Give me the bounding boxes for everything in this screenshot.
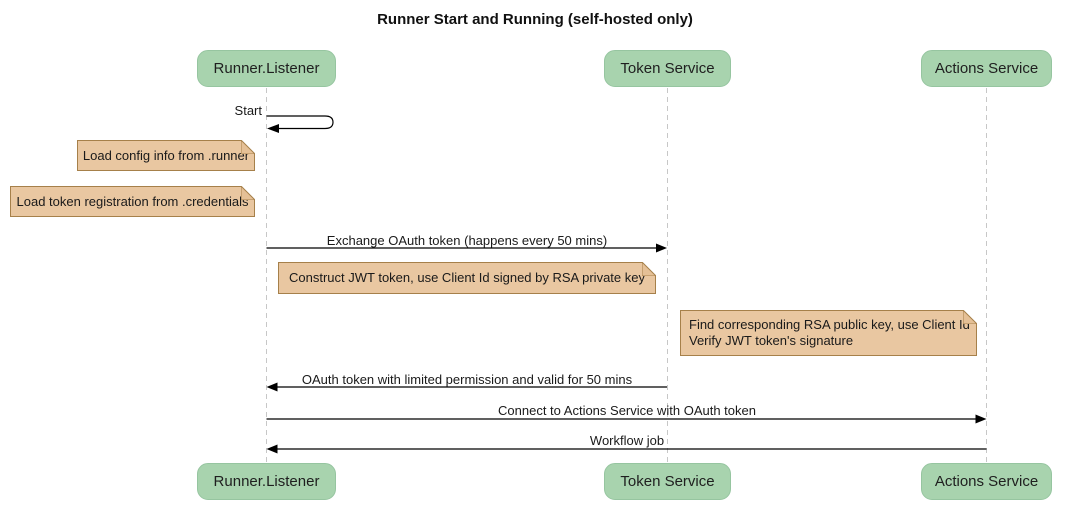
note-text-line: Verify JWT token's signature — [689, 333, 854, 348]
arrowhead-self-start — [267, 124, 279, 133]
message-label-start: Start — [234, 103, 262, 118]
note-load-token-registration: Load token registration from .credential… — [10, 186, 255, 217]
arrow-self-start — [266, 115, 334, 130]
message-arrows — [266, 115, 987, 454]
arrowhead-connect-actions — [975, 414, 987, 424]
message-label-oauth-token-back: OAuth token with limited permission and … — [301, 372, 633, 387]
note-fold-icon — [642, 262, 656, 276]
message-label-exchange-oauth: Exchange OAuth token (happens every 50 m… — [326, 233, 608, 248]
participant-runner-listener-bottom: Runner.Listener — [197, 463, 336, 500]
note-fold-icon — [241, 186, 255, 200]
diagram-title: Runner Start and Running (self-hosted on… — [377, 11, 693, 28]
note-load-config: Load config info from .runner — [77, 140, 255, 171]
participant-label: Runner.Listener — [213, 60, 320, 77]
arrowhead-exchange-oauth — [656, 243, 667, 253]
note-text: Construct JWT token, use Client Id signe… — [289, 270, 645, 285]
participant-label: Actions Service — [934, 473, 1039, 490]
message-label-connect-actions: Connect to Actions Service with OAuth to… — [498, 403, 756, 418]
note-fold-icon — [963, 310, 977, 324]
note-fold-icon — [241, 140, 255, 154]
message-label-workflow-job: Workflow job — [589, 433, 665, 448]
note-text-line: Find corresponding RSA public key, use C… — [689, 317, 970, 332]
participant-actions-service-bottom: Actions Service — [921, 463, 1052, 500]
participant-label: Actions Service — [934, 60, 1039, 77]
note-verify-jwt: Find corresponding RSA public key, use C… — [680, 310, 977, 356]
participant-runner-listener-top: Runner.Listener — [197, 50, 336, 87]
arrowhead-oauth-token-back — [266, 382, 278, 392]
note-construct-jwt: Construct JWT token, use Client Id signe… — [278, 262, 656, 294]
participant-token-service-top: Token Service — [604, 50, 731, 87]
note-text: Load config info from .runner — [82, 147, 250, 163]
arrowhead-workflow-job — [266, 444, 278, 454]
participant-token-service-bottom: Token Service — [604, 463, 731, 500]
note-text: Load token registration from .credential… — [16, 193, 249, 209]
participant-actions-service-top: Actions Service — [921, 50, 1052, 87]
participant-label: Runner.Listener — [213, 473, 320, 490]
participant-label: Token Service — [620, 60, 715, 77]
participant-label: Token Service — [620, 473, 715, 490]
